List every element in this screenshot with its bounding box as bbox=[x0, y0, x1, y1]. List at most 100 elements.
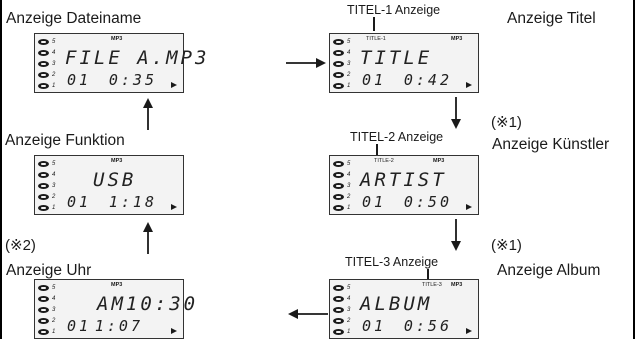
title-indicator: TITLE-2 bbox=[374, 158, 394, 164]
play-icon bbox=[466, 204, 472, 210]
play-icon bbox=[466, 82, 472, 88]
cd-disc-icon bbox=[38, 38, 49, 45]
lcd-album: 5 4 3 2 1 TITLE-3 MP3 ALBUM 01 0:56 bbox=[329, 279, 479, 339]
mp3-indicator: MP3 bbox=[111, 158, 123, 164]
arrow-down-icon bbox=[451, 97, 461, 129]
label-clock: Anzeige Uhr bbox=[6, 262, 92, 279]
cd-disc-icon bbox=[333, 295, 344, 302]
cd-disc-icon bbox=[38, 306, 49, 313]
cd-disc-icon bbox=[38, 317, 49, 324]
arrow-up-icon bbox=[143, 98, 153, 130]
preset-5: 5 bbox=[333, 158, 359, 169]
cd-disc-icon bbox=[333, 71, 344, 78]
preset-4: 4 bbox=[333, 169, 359, 180]
track-number: 01 bbox=[362, 193, 387, 211]
main-text: TITLE bbox=[360, 47, 433, 69]
cd-disc-icon bbox=[38, 60, 49, 67]
preset-3: 3 bbox=[333, 180, 359, 191]
cd-disc-icon bbox=[38, 82, 49, 89]
elapsed-time: 0:35 bbox=[108, 71, 157, 89]
play-icon bbox=[171, 328, 177, 334]
label-artist: Anzeige Künstler bbox=[492, 136, 610, 153]
callout-title2: TITEL-2 Anzeige bbox=[350, 130, 444, 144]
track-number: 01 bbox=[362, 317, 387, 335]
preset-indicators: 5 4 3 2 1 bbox=[333, 36, 359, 91]
callout-title2-line bbox=[376, 144, 378, 156]
elapsed-time: 0:42 bbox=[403, 71, 452, 89]
cd-disc-icon bbox=[38, 193, 49, 200]
cd-disc-icon bbox=[38, 160, 49, 167]
cd-disc-icon bbox=[333, 60, 344, 67]
preset-1: 1 bbox=[333, 80, 359, 91]
preset-5: 5 bbox=[38, 158, 64, 169]
cd-disc-icon bbox=[333, 82, 344, 89]
preset-2: 2 bbox=[333, 315, 359, 326]
cd-disc-icon bbox=[333, 317, 344, 324]
cd-disc-icon bbox=[38, 71, 49, 78]
frame-left bbox=[0, 0, 2, 339]
preset-5: 5 bbox=[333, 36, 359, 47]
track-number: 01 bbox=[67, 71, 92, 89]
lcd-filename: 5 4 3 2 1 MP3 FILE A.MP3 01 0:35 bbox=[34, 33, 206, 93]
preset-4: 4 bbox=[333, 293, 359, 304]
preset-4: 4 bbox=[38, 47, 64, 58]
elapsed-time: 1:07 bbox=[94, 317, 143, 335]
mp3-indicator: MP3 bbox=[433, 158, 445, 164]
mp3-indicator: MP3 bbox=[451, 36, 463, 42]
cd-disc-icon bbox=[333, 182, 344, 189]
mp3-indicator: MP3 bbox=[111, 36, 123, 42]
arrow-right-icon bbox=[286, 58, 326, 68]
cd-disc-icon bbox=[38, 49, 49, 56]
cd-disc-icon bbox=[38, 171, 49, 178]
callout-title3-line bbox=[427, 269, 429, 285]
note-artist: (※1) bbox=[491, 114, 522, 131]
cd-disc-icon bbox=[333, 204, 344, 211]
label-filename: Anzeige Dateiname bbox=[6, 10, 142, 27]
cd-disc-icon bbox=[333, 38, 344, 45]
mp3-indicator: MP3 bbox=[111, 282, 123, 288]
elapsed-time: 0:56 bbox=[403, 317, 452, 335]
play-icon bbox=[466, 328, 472, 334]
preset-2: 2 bbox=[38, 315, 64, 326]
preset-2: 2 bbox=[333, 191, 359, 202]
mp3-indicator: MP3 bbox=[451, 282, 463, 288]
arrow-down-icon bbox=[451, 219, 461, 251]
cd-disc-icon bbox=[333, 284, 344, 291]
preset-indicators: 5 4 3 2 1 bbox=[333, 282, 359, 337]
cd-disc-icon bbox=[333, 160, 344, 167]
play-icon bbox=[171, 82, 177, 88]
preset-4: 4 bbox=[38, 169, 64, 180]
lcd-clock: 5 4 3 2 1 MP3 AM10:30 01 1:07 bbox=[34, 279, 195, 339]
preset-3: 3 bbox=[38, 180, 64, 191]
preset-5: 5 bbox=[38, 36, 64, 47]
preset-indicators: 5 4 3 2 1 bbox=[38, 282, 64, 337]
title-indicator: TITLE-3 bbox=[422, 282, 442, 288]
note-album: (※1) bbox=[491, 237, 522, 254]
arrow-up-icon bbox=[143, 222, 153, 254]
label-title: Anzeige Titel bbox=[507, 10, 596, 27]
cd-disc-icon bbox=[38, 328, 49, 335]
note-clock: (※2) bbox=[5, 237, 36, 254]
callout-title1: TITEL-1 Anzeige bbox=[347, 3, 441, 17]
preset-2: 2 bbox=[38, 69, 64, 80]
cd-disc-icon bbox=[38, 182, 49, 189]
lcd-artist: 5 4 3 2 1 TITLE-2 MP3 ARTIST 01 0:50 bbox=[329, 155, 479, 215]
preset-5: 5 bbox=[38, 282, 64, 293]
play-icon bbox=[171, 204, 177, 210]
preset-5: 5 bbox=[333, 282, 359, 293]
preset-3: 3 bbox=[38, 304, 64, 315]
callout-title3: TITEL-3 Anzeige bbox=[345, 255, 439, 269]
preset-2: 2 bbox=[38, 191, 64, 202]
preset-1: 1 bbox=[38, 326, 64, 337]
preset-1: 1 bbox=[333, 202, 359, 213]
preset-3: 3 bbox=[38, 58, 64, 69]
elapsed-time: 1:18 bbox=[108, 193, 157, 211]
preset-1: 1 bbox=[333, 326, 359, 337]
main-text: ARTIST bbox=[360, 169, 447, 191]
preset-4: 4 bbox=[333, 47, 359, 58]
main-text: AM10:30 bbox=[97, 293, 199, 315]
main-text: FILE A.MP3 bbox=[65, 47, 210, 69]
arrow-left-icon bbox=[288, 309, 328, 319]
cd-disc-icon bbox=[333, 306, 344, 313]
